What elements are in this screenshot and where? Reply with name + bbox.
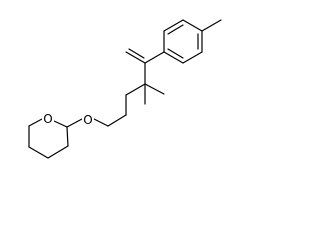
ring-oxygen-label: O	[43, 112, 52, 126]
ring-bond-c2-c3	[66, 126, 69, 147]
aryl-bond-2	[182, 51, 203, 64]
ring-bond-c3-c4	[47, 145, 69, 159]
chain-bond-3	[125, 83, 146, 96]
aryl-bond-4	[182, 19, 203, 32]
para-methyl-bond	[201, 19, 222, 32]
ether-oxygen-background	[82, 112, 94, 127]
alkyl-chain	[66, 83, 146, 128]
bond-vinyl-aryl	[144, 51, 165, 64]
aryl-bond-1	[163, 51, 184, 64]
tetrahydropyran-ring	[28, 118, 69, 159]
bond-c2-ether-o	[66, 118, 83, 128]
p-tolyl-ring	[163, 19, 222, 64]
chain-bond-1	[107, 114, 127, 127]
aryl-bond-5	[163, 19, 184, 32]
bond-ether-o-ch2	[93, 118, 109, 127]
double-bond-outer	[125, 51, 146, 64]
ring-bond-c4-c5	[28, 146, 49, 159]
ring-bond-o-c2	[53, 120, 68, 128]
chemical-structure-diagram: O O	[28, 19, 222, 159]
ether-oxygen-label: O	[83, 113, 92, 127]
methyl-bond-2	[144, 83, 165, 95]
atom-labels: O O	[42, 112, 94, 127]
gem-dimethyl-carbon	[144, 62, 165, 105]
ring-oxygen-background	[42, 112, 54, 127]
double-bond-inner	[128, 48, 145, 59]
aryl-double-1	[167, 48, 184, 59]
ring-bond-c6-o	[28, 118, 43, 127]
aryl-double-3	[167, 24, 184, 35]
vinylidene-group	[125, 48, 165, 64]
